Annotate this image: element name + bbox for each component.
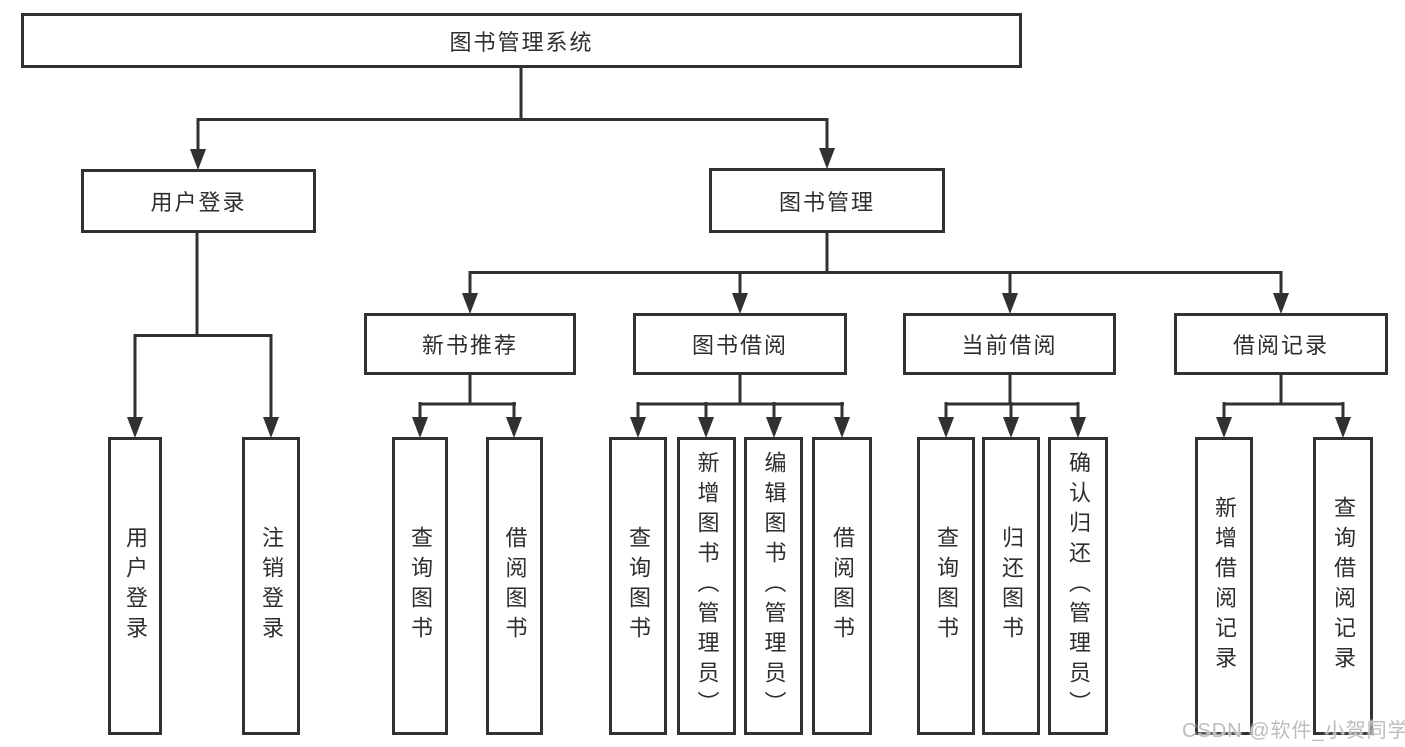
leaf-query-borrow-record-label: 查询借阅记录 bbox=[1331, 496, 1356, 676]
leaf-query-books-borrowing-label: 查询图书 bbox=[626, 526, 651, 646]
leaf-user-login-label: 用户登录 bbox=[123, 526, 148, 646]
leaf-borrow-books-borrowing-label: 借阅图书 bbox=[830, 526, 855, 646]
leaf-add-book-admin: 新增图书（管理员） bbox=[677, 437, 736, 735]
leaf-query-books-current-label: 查询图书 bbox=[934, 526, 959, 646]
leaf-borrow-books-recommend-label: 借阅图书 bbox=[502, 526, 528, 646]
leaf-add-book-admin-label: 新增图书（管理员） bbox=[694, 451, 720, 721]
leaf-query-books-current: 查询图书 bbox=[917, 437, 975, 735]
leaf-query-books-borrowing: 查询图书 bbox=[609, 437, 667, 735]
leaf-return-books: 归还图书 bbox=[982, 437, 1040, 735]
leaf-edit-book-admin-label: 编辑图书（管理员） bbox=[761, 451, 787, 721]
leaf-add-borrow-record-label: 新增借阅记录 bbox=[1212, 496, 1237, 676]
node-borrowing-records: 借阅记录 bbox=[1174, 313, 1388, 375]
node-library-system: 图书管理系统 bbox=[21, 13, 1022, 68]
leaf-confirm-return-admin: 确认归还（管理员） bbox=[1048, 437, 1108, 735]
leaf-add-borrow-record: 新增借阅记录 bbox=[1195, 437, 1253, 735]
leaf-query-borrow-record: 查询借阅记录 bbox=[1313, 437, 1373, 735]
leaf-logout-label: 注销登录 bbox=[259, 526, 284, 646]
node-book-borrowing: 图书借阅 bbox=[633, 313, 847, 375]
leaf-edit-book-admin: 编辑图书（管理员） bbox=[744, 437, 803, 735]
leaf-user-login: 用户登录 bbox=[108, 437, 162, 735]
leaf-borrow-books-borrowing: 借阅图书 bbox=[812, 437, 872, 735]
leaf-logout: 注销登录 bbox=[242, 437, 300, 735]
leaf-confirm-return-admin-label: 确认归还（管理员） bbox=[1066, 451, 1091, 721]
leaf-return-books-label: 归还图书 bbox=[999, 526, 1024, 646]
leaf-query-books-recommend: 查询图书 bbox=[392, 437, 448, 735]
leaf-query-books-recommend-label: 查询图书 bbox=[408, 526, 433, 646]
node-book-management: 图书管理 bbox=[709, 168, 945, 233]
csdn-watermark: CSDN @软件_小贺同学 bbox=[1182, 720, 1405, 742]
node-new-book-recommendation: 新书推荐 bbox=[364, 313, 576, 375]
node-user-login: 用户登录 bbox=[81, 169, 316, 233]
leaf-borrow-books-recommend: 借阅图书 bbox=[486, 437, 543, 735]
node-current-borrowing: 当前借阅 bbox=[903, 313, 1116, 375]
